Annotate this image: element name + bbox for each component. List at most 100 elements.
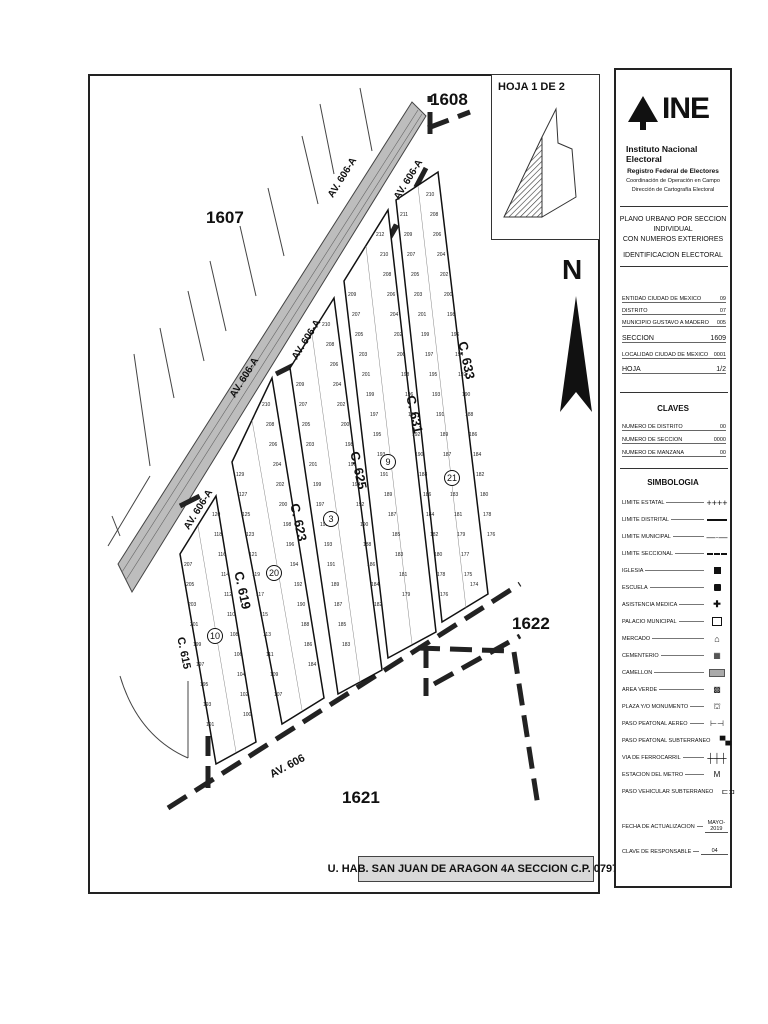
svg-text:184: 184 — [426, 512, 435, 518]
svg-text:206: 206 — [269, 442, 278, 448]
svg-text:201: 201 — [362, 372, 371, 378]
church-icon — [706, 566, 728, 575]
svg-text:204: 204 — [273, 462, 282, 468]
svg-text:211: 211 — [400, 212, 408, 218]
svg-text:177: 177 — [461, 552, 470, 558]
svg-text:194: 194 — [290, 562, 299, 568]
svg-text:194: 194 — [408, 412, 417, 418]
svg-text:197: 197 — [316, 502, 325, 508]
svg-text:112: 112 — [224, 592, 232, 598]
svg-text:208: 208 — [326, 342, 335, 348]
symbol-row: LIMITE SECCIONAL — [622, 549, 728, 558]
svg-text:210: 210 — [426, 192, 435, 198]
svg-text:120: 120 — [212, 512, 221, 518]
sheet-label: HOJA 1 DE 2 — [498, 81, 565, 93]
svg-text:178: 178 — [437, 572, 446, 578]
symbol-row: CEMENTERIO▦ — [622, 651, 728, 660]
svg-text:104: 104 — [237, 672, 246, 678]
svg-text:198: 198 — [401, 372, 410, 378]
svg-text:192: 192 — [294, 582, 303, 588]
svg-text:114: 114 — [221, 572, 229, 578]
svg-text:203: 203 — [306, 442, 315, 448]
svg-text:179: 179 — [402, 592, 411, 598]
svg-text:191: 191 — [436, 412, 445, 418]
institute-name: Instituto Nacional Electoral — [626, 144, 698, 164]
symbol-row: PASO PEATONAL SUBTERRANEO▀▄ — [622, 736, 731, 745]
town-hall-icon — [706, 617, 728, 626]
svg-text:207: 207 — [352, 312, 361, 318]
svg-text:175: 175 — [464, 572, 473, 578]
registro-text: Registro Federal de Electores — [627, 168, 719, 175]
vehicle-tunnel-icon: ⊏⊐ — [721, 787, 735, 796]
svg-text:190: 190 — [297, 602, 306, 608]
section-1621-label: 1621 — [342, 788, 380, 807]
svg-text:193: 193 — [377, 452, 386, 458]
svg-text:194: 194 — [455, 352, 464, 358]
svg-text:191: 191 — [206, 722, 215, 728]
svg-text:119: 119 — [252, 572, 260, 578]
svg-text:118: 118 — [214, 532, 222, 538]
plano-title-3: CON NUMEROS EXTERIORES — [622, 236, 724, 243]
symbol-row: PASO VEHICULAR SUBTERRANEO⊏⊐ — [622, 787, 735, 796]
svg-text:125: 125 — [242, 512, 251, 518]
svg-text:182: 182 — [476, 472, 485, 478]
svg-text:210: 210 — [262, 402, 271, 408]
svg-text:188: 188 — [363, 542, 372, 548]
svg-text:109: 109 — [270, 672, 279, 678]
svg-text:183: 183 — [395, 552, 404, 558]
symbol-row: PALACIO MUNICIPAL — [622, 617, 728, 626]
pedestrian-tunnel-icon: ▀▄ — [719, 736, 732, 745]
svg-text:192: 192 — [458, 372, 467, 378]
section-1607-label: 1607 — [206, 208, 244, 227]
svg-text:180: 180 — [434, 552, 443, 558]
svg-text:117: 117 — [256, 592, 264, 598]
symbol-row: PLAZA Y/O MONUMENTO⛫ — [622, 702, 728, 711]
svg-text:184: 184 — [371, 582, 380, 588]
symbol-row: PASO PEATONAL AEREO⊢⊣ — [622, 719, 728, 728]
district-boundary-icon — [706, 515, 728, 524]
simbologia-title: SIMBOLOGIA — [647, 478, 699, 487]
svg-text:208: 208 — [383, 272, 392, 278]
symbol-row: CAMELLON — [622, 668, 728, 677]
avenue-606a-band — [117, 101, 427, 594]
svg-text:189: 189 — [331, 582, 340, 588]
svg-text:108: 108 — [230, 632, 239, 638]
svg-text:210: 210 — [322, 322, 331, 328]
svg-text:116: 116 — [218, 552, 226, 558]
svg-text:191: 191 — [327, 562, 336, 568]
direccion-text: Dirección de Cartografía Electoral — [631, 187, 715, 193]
school-icon — [706, 583, 728, 592]
svg-text:193: 193 — [432, 392, 441, 398]
median-icon — [706, 668, 728, 677]
svg-text:198: 198 — [345, 442, 354, 448]
municipal-boundary-icon: —·— — [706, 531, 728, 542]
svg-text:182: 182 — [430, 532, 439, 538]
svg-text:184: 184 — [308, 662, 317, 668]
manzana-9: 9 — [380, 454, 396, 470]
plano-title-2: INDIVIDUAL — [653, 226, 693, 233]
svg-text:199: 199 — [193, 642, 202, 648]
svg-text:185: 185 — [392, 532, 401, 538]
svg-text:107: 107 — [274, 692, 283, 698]
svg-text:204: 204 — [390, 312, 399, 318]
svg-text:207: 207 — [407, 252, 416, 258]
svg-text:188: 188 — [419, 472, 428, 478]
svg-text:190: 190 — [462, 392, 471, 398]
svg-text:196: 196 — [451, 332, 460, 338]
cemetery-icon: ▦ — [713, 651, 721, 660]
sheet-inset: HOJA 1 DE 2 — [491, 74, 600, 240]
svg-text:201: 201 — [418, 312, 427, 318]
svg-text:100: 100 — [243, 712, 252, 718]
svg-text:193: 193 — [324, 542, 333, 548]
svg-text:129: 129 — [236, 472, 245, 478]
svg-text:200: 200 — [341, 422, 350, 428]
section-1622-label: 1622 — [512, 614, 550, 633]
svg-text:184: 184 — [473, 452, 482, 458]
svg-text:208: 208 — [266, 422, 275, 428]
